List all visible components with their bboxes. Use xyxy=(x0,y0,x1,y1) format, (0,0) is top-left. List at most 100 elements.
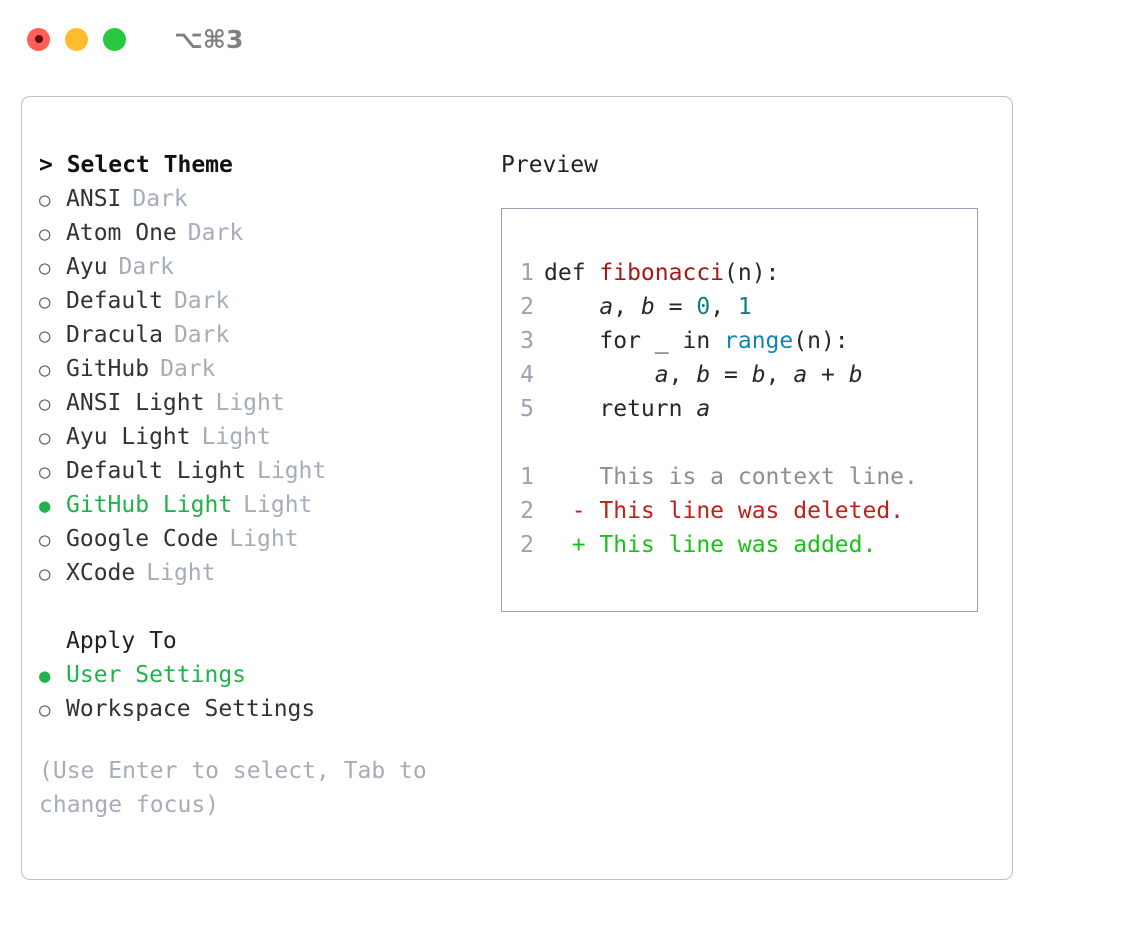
diff-line-number: 2 xyxy=(520,532,534,558)
apply-to-option[interactable]: ○ Workspace Settings xyxy=(39,692,489,726)
diff-text: This line was deleted. xyxy=(599,498,905,524)
radio-unselected-icon[interactable]: ○ xyxy=(39,359,51,381)
window-controls xyxy=(27,27,126,51)
code-token-var: b xyxy=(696,362,711,388)
radio-selected-icon[interactable]: ● xyxy=(39,495,51,517)
code-token-fn: fibonacci xyxy=(599,260,725,286)
radio-unselected-icon[interactable]: ○ xyxy=(39,325,51,347)
theme-list-item[interactable]: ○ Google Code Light xyxy=(39,522,489,556)
close-button[interactable] xyxy=(27,27,50,51)
radio-unselected-icon[interactable]: ○ xyxy=(39,563,51,585)
preview-title: Preview xyxy=(501,152,598,178)
theme-name: XCode xyxy=(66,560,136,586)
diff-line: 2 - This line was deleted. xyxy=(502,494,977,528)
minimize-button[interactable] xyxy=(65,27,88,51)
theme-name: Atom One xyxy=(66,220,177,246)
apply-to-option-label: Workspace Settings xyxy=(66,696,316,722)
code-token-plain: = xyxy=(710,362,752,388)
theme-name: GitHub Light xyxy=(66,492,233,518)
radio-unselected-icon[interactable]: ○ xyxy=(39,291,51,313)
radio-selected-icon[interactable]: ● xyxy=(39,665,51,687)
theme-name: Google Code xyxy=(66,526,219,552)
maximize-button[interactable] xyxy=(103,27,126,51)
theme-category: Dark xyxy=(187,220,244,246)
code-token-plain: , xyxy=(613,294,641,320)
theme-category: Light xyxy=(215,390,285,416)
code-line-number: 1 xyxy=(520,260,534,286)
radio-unselected-icon[interactable]: ○ xyxy=(39,393,51,415)
theme-category: Light xyxy=(243,492,313,518)
theme-list-item[interactable]: ○ Atom One Dark xyxy=(39,216,489,250)
theme-list-header: > Select Theme xyxy=(39,152,233,178)
list-spacer xyxy=(39,590,489,624)
code-token-def: def xyxy=(544,260,600,286)
diff-sign: + xyxy=(544,532,600,558)
theme-name: GitHub xyxy=(66,356,150,382)
radio-unselected-icon[interactable]: ○ xyxy=(39,189,51,211)
code-token-plain: (n): xyxy=(724,260,780,286)
code-line-content: return a xyxy=(544,392,710,426)
radio-unselected-icon[interactable]: ○ xyxy=(39,427,51,449)
theme-name: ANSI Light xyxy=(66,390,205,416)
radio-unselected-icon[interactable]: ○ xyxy=(39,699,51,721)
diff-text: This is a context line. xyxy=(599,464,918,490)
code-token-plain: , xyxy=(710,294,738,320)
theme-name: Default Light xyxy=(66,458,247,484)
apply-to-options[interactable]: ●User Settings ○ Workspace Settings xyxy=(39,658,489,726)
apply-to-option[interactable]: ●User Settings xyxy=(39,658,489,692)
code-line: 4 a, b = b, a + b xyxy=(502,358,977,392)
title-bar: ⌥⌘3 xyxy=(0,0,1140,78)
code-token-num: 0 xyxy=(696,294,711,320)
radio-unselected-icon[interactable]: ○ xyxy=(39,529,51,551)
code-line-content: a, b = 0, 1 xyxy=(544,290,752,324)
diff-sign xyxy=(544,460,599,494)
code-token-num: 1 xyxy=(737,294,752,320)
diff-line-number: 1 xyxy=(520,464,534,490)
code-token-var: b xyxy=(640,294,655,320)
radio-unselected-icon[interactable]: ○ xyxy=(39,257,51,279)
code-line: 1 def fibonacci(n): xyxy=(502,256,977,290)
code-line-content: for _ in range(n): xyxy=(544,324,848,358)
radio-unselected-icon[interactable]: ○ xyxy=(39,461,51,483)
code-line-number: 4 xyxy=(520,362,534,388)
keyboard-hint: (Use Enter to select, Tab to change focu… xyxy=(39,758,441,818)
theme-list-item[interactable]: ● GitHub Light Light xyxy=(39,488,489,522)
code-token-builtin: range xyxy=(724,328,794,354)
diff-line-number: 2 xyxy=(520,498,534,524)
theme-category: Dark xyxy=(173,288,230,314)
code-line: 3 for _ in range(n): xyxy=(502,324,977,358)
theme-list-item[interactable]: ○ Default Light Light xyxy=(39,454,489,488)
theme-name: Ayu xyxy=(66,254,108,280)
radio-unselected-icon[interactable]: ○ xyxy=(39,223,51,245)
code-line-number: 3 xyxy=(520,328,534,354)
diff-text: This line was added. xyxy=(599,532,877,558)
code-token-var: a xyxy=(599,294,614,320)
theme-list-item[interactable]: ○ ANSI Light Light xyxy=(39,386,489,420)
code-token-var: a xyxy=(654,362,669,388)
theme-list-item[interactable]: ○ XCode Light xyxy=(39,556,489,590)
theme-category: Light xyxy=(229,526,299,552)
keyboard-shortcut-label: ⌥⌘3 xyxy=(174,24,244,54)
theme-name: ANSI xyxy=(66,186,122,212)
code-line-content: def fibonacci(n): xyxy=(544,256,779,290)
code-token-plain: = xyxy=(654,294,697,320)
code-diff-separator xyxy=(502,426,977,460)
code-line-content: a, b = b, a + b xyxy=(544,358,863,392)
theme-category: Dark xyxy=(173,322,230,348)
code-line-number: 5 xyxy=(520,396,534,422)
theme-category: Light xyxy=(257,458,327,484)
code-token-plain xyxy=(544,294,599,320)
theme-category: Light xyxy=(146,560,216,586)
